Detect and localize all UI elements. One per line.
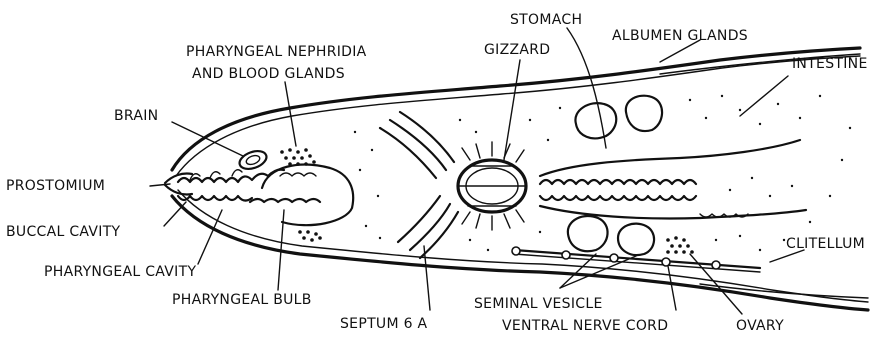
- label-pharyngeal-cavity: PHARYNGEAL CAVITY: [44, 264, 196, 280]
- label-pharyngeal-nephridia-2: AND BLOOD GLANDS: [192, 66, 345, 82]
- nephridia-dots: [280, 148, 322, 242]
- label-buccal-cavity: BUCCAL CAVITY: [6, 224, 121, 240]
- label-intestine: INTESTINE: [792, 56, 868, 72]
- label-ovary: OVARY: [736, 318, 784, 334]
- pharyngeal-cavity-lining: [178, 170, 284, 201]
- label-pharyngeal-bulb: PHARYNGEAL BULB: [172, 292, 312, 308]
- brain-organ: [237, 148, 269, 173]
- gizzard-organ: [458, 142, 526, 230]
- labels: STOMACH ALBUMEN GLANDS INTESTINE PHARYNG…: [6, 12, 868, 334]
- label-stomach: STOMACH: [510, 12, 582, 28]
- ovary-dots: [666, 236, 694, 254]
- label-pharyngeal-nephridia-1: PHARYNGEAL NEPHRIDIA: [186, 44, 367, 60]
- label-brain: BRAIN: [114, 108, 158, 124]
- label-clitellum: CLITELLUM: [786, 236, 865, 252]
- seminal-vesicle-sacs: [568, 216, 654, 255]
- label-ventral-nerve-cord: VENTRAL NERVE CORD: [502, 318, 668, 334]
- intestine-organ: [540, 140, 806, 219]
- label-albumen-glands: ALBUMEN GLANDS: [612, 28, 748, 44]
- ventral-nerve-cord: [512, 247, 760, 272]
- label-septum: SEPTUM 6 A: [340, 316, 428, 332]
- albumen-gland-sacs: [575, 96, 662, 139]
- label-seminal-vesicle: SEMINAL VESICLE: [474, 296, 603, 312]
- label-prostomium: PROSTOMIUM: [6, 178, 105, 194]
- septa: [380, 112, 458, 258]
- body-wall: [172, 48, 868, 310]
- coelom-stipple: [354, 95, 851, 251]
- label-gizzard: GIZZARD: [484, 42, 550, 58]
